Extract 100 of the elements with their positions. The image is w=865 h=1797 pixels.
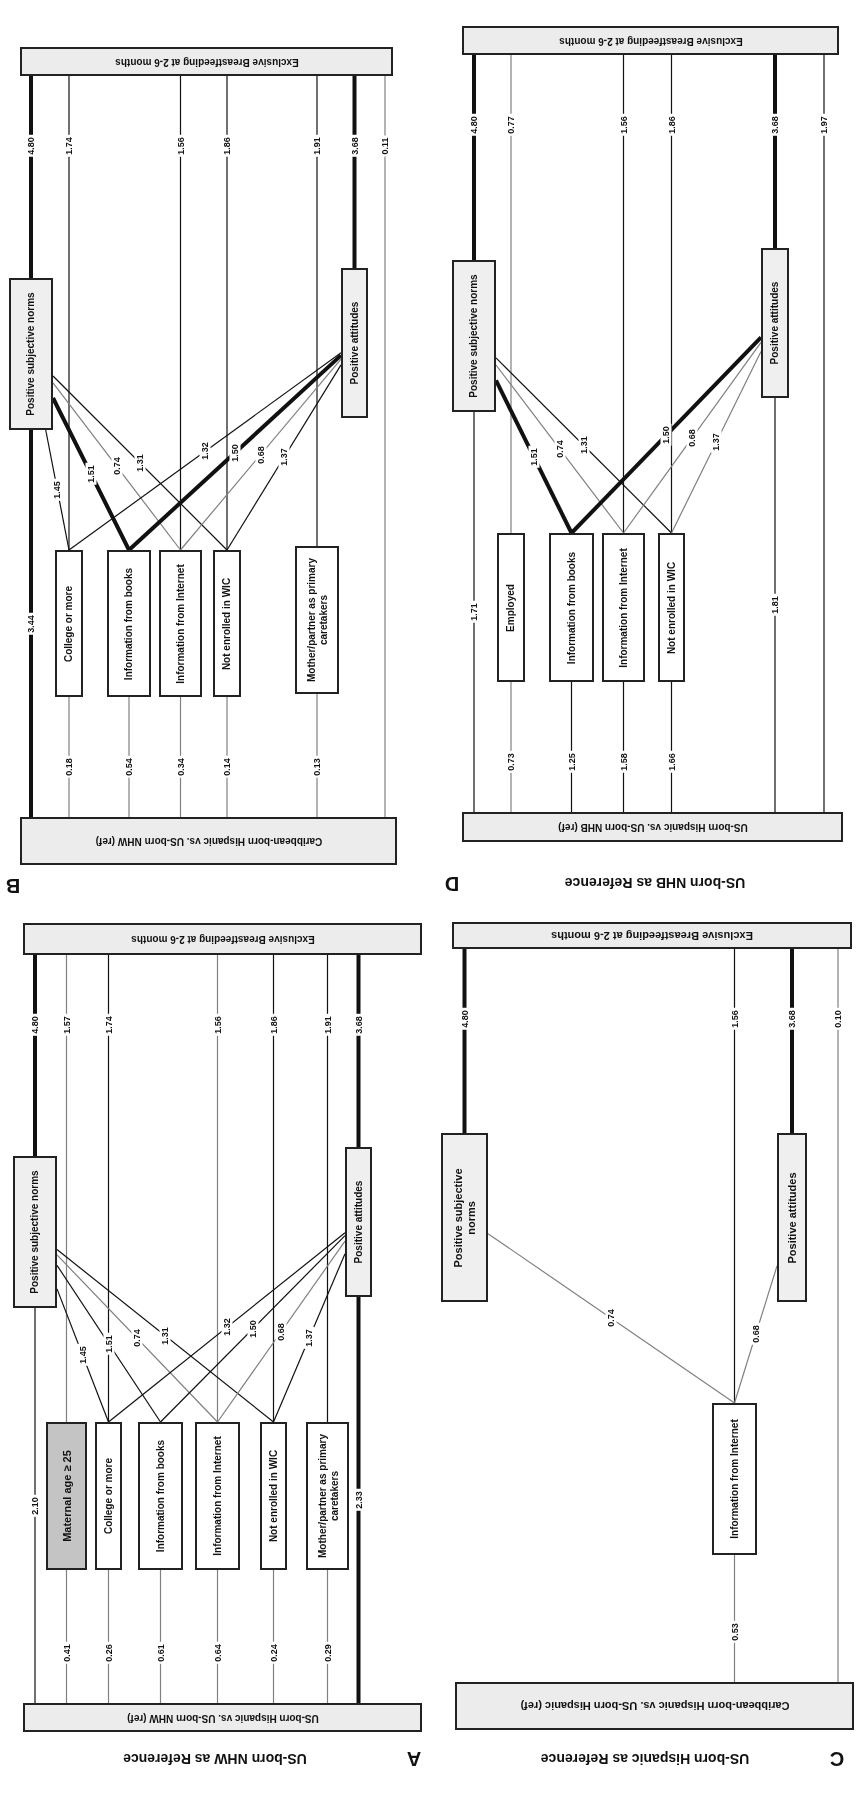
path-line xyxy=(670,350,762,534)
path-line xyxy=(790,949,794,1133)
variable-box xyxy=(55,550,83,697)
path-line xyxy=(495,357,673,534)
variable-box xyxy=(345,1147,372,1297)
variable-label: Exclusive Breastfeeding at 2-6 months xyxy=(129,933,316,945)
path-line xyxy=(179,75,182,551)
variable-box xyxy=(260,1422,287,1570)
path-line xyxy=(823,54,825,813)
path-line xyxy=(326,954,329,1423)
variable-box xyxy=(712,1403,757,1555)
coefficient-label: 3.68 xyxy=(769,114,781,136)
coefficient-label: 3.68 xyxy=(786,1008,798,1030)
path-line xyxy=(356,1297,361,1703)
variable-box xyxy=(497,533,525,682)
path-line xyxy=(384,75,386,818)
variable-bar xyxy=(23,1703,422,1732)
coefficient-label: 1.57 xyxy=(61,1014,72,1036)
path-line xyxy=(487,1233,736,1404)
path-line xyxy=(68,75,70,551)
coefficient-label: 0.41 xyxy=(61,1642,72,1664)
variable-label: Not enrolled in WIC xyxy=(221,576,233,672)
path-line xyxy=(510,54,512,534)
variable-box xyxy=(761,248,789,398)
coefficient-label: 1.58 xyxy=(618,751,629,773)
path-line xyxy=(622,341,762,534)
coefficient-label: 0.64 xyxy=(212,1642,223,1664)
variable-label: Information from Internet xyxy=(728,1418,741,1541)
variable-bar xyxy=(20,47,393,76)
path-line xyxy=(216,1240,346,1423)
path-line xyxy=(570,336,763,535)
coefficient-label: 0.68 xyxy=(686,426,698,449)
coefficient-label: 1.50 xyxy=(247,1318,259,1340)
variable-label: Caribbean-born Hispanic vs. US-born Hispanic (ref) xyxy=(519,1699,790,1713)
path-line xyxy=(45,429,70,551)
path-line xyxy=(107,954,110,1423)
variable-label: Positive attitudes xyxy=(348,300,361,387)
coefficient-label: 1.86 xyxy=(268,1014,279,1036)
coefficient-label: 4.80 xyxy=(468,114,480,136)
coefficient-label: 1.50 xyxy=(229,441,241,464)
coefficient-label: 1.74 xyxy=(63,135,75,157)
variable-label: Not enrolled in WIC xyxy=(665,560,678,656)
path-line xyxy=(52,375,228,551)
variable-label: Exclusive Breastfeeding at 2-6 months xyxy=(113,55,300,68)
coefficient-label: 0.68 xyxy=(255,443,267,466)
variable-bar xyxy=(455,1682,854,1730)
variable-box xyxy=(549,533,594,682)
path-line xyxy=(226,75,228,551)
coefficient-label: 1.56 xyxy=(618,114,629,136)
coefficient-label: 0.74 xyxy=(605,1307,617,1330)
coefficient-label: 1.86 xyxy=(221,135,233,157)
variable-box xyxy=(306,1422,349,1570)
coefficient-label: 3.68 xyxy=(349,135,360,157)
variable-bar xyxy=(452,922,852,949)
path-line xyxy=(622,681,625,813)
coefficient-label: 2.10 xyxy=(29,1494,41,1517)
variable-bar xyxy=(20,817,397,865)
path-line xyxy=(52,382,182,551)
path-line xyxy=(472,55,476,260)
path-line xyxy=(68,352,342,551)
coefficient-label: 1.56 xyxy=(729,1008,740,1030)
coefficient-label: 1.31 xyxy=(159,1325,171,1347)
path-line xyxy=(510,681,512,813)
variable-box xyxy=(295,546,339,694)
coefficient-label: 0.74 xyxy=(131,1327,143,1350)
path-line xyxy=(107,1569,110,1704)
variable-box xyxy=(95,1422,122,1570)
coefficient-label: 1.45 xyxy=(77,1344,89,1367)
coefficient-label: 0.11 xyxy=(379,135,391,157)
coefficient-label: 0.61 xyxy=(155,1642,166,1664)
coefficient-label: 1.32 xyxy=(199,440,211,463)
variable-label: Mother/partner as primary caretakers xyxy=(316,1433,339,1560)
coefficient-label: 4.80 xyxy=(29,1014,41,1036)
coefficient-label: 4.80 xyxy=(459,1008,470,1030)
path-line xyxy=(68,696,70,818)
variable-box xyxy=(213,550,241,697)
variable-label: Maternal age ≥ 25 xyxy=(60,1449,73,1544)
variable-label: Positive subjective norms xyxy=(25,291,37,418)
path-line xyxy=(622,54,625,534)
coefficient-label: 1.56 xyxy=(175,135,186,157)
coefficient-label: 0.34 xyxy=(175,756,186,778)
coefficient-label: 3.44 xyxy=(25,612,37,635)
panel-title: US-born Hispanic as Reference xyxy=(539,1750,751,1769)
variable-label: College or more xyxy=(63,584,75,664)
path-line xyxy=(65,954,68,1423)
coefficient-label: 0.54 xyxy=(123,756,135,778)
coefficient-label: 0.14 xyxy=(221,756,233,778)
path-line xyxy=(272,1569,275,1704)
path-line xyxy=(316,75,318,547)
coefficient-label: 1.32 xyxy=(221,1316,233,1339)
variable-box xyxy=(658,533,685,682)
variable-box xyxy=(195,1422,240,1570)
path-line xyxy=(316,693,318,818)
panel-letter: C xyxy=(828,1747,846,1772)
coefficient-label: 1.74 xyxy=(103,1014,114,1036)
coefficient-label: 1.45 xyxy=(51,479,63,501)
panel-title: US-born NHW as Reference xyxy=(122,1750,308,1769)
coefficient-label: 1.51 xyxy=(103,1332,115,1355)
coefficient-label: 3.68 xyxy=(353,1014,364,1036)
variable-label: Information from Internet xyxy=(211,1435,224,1558)
